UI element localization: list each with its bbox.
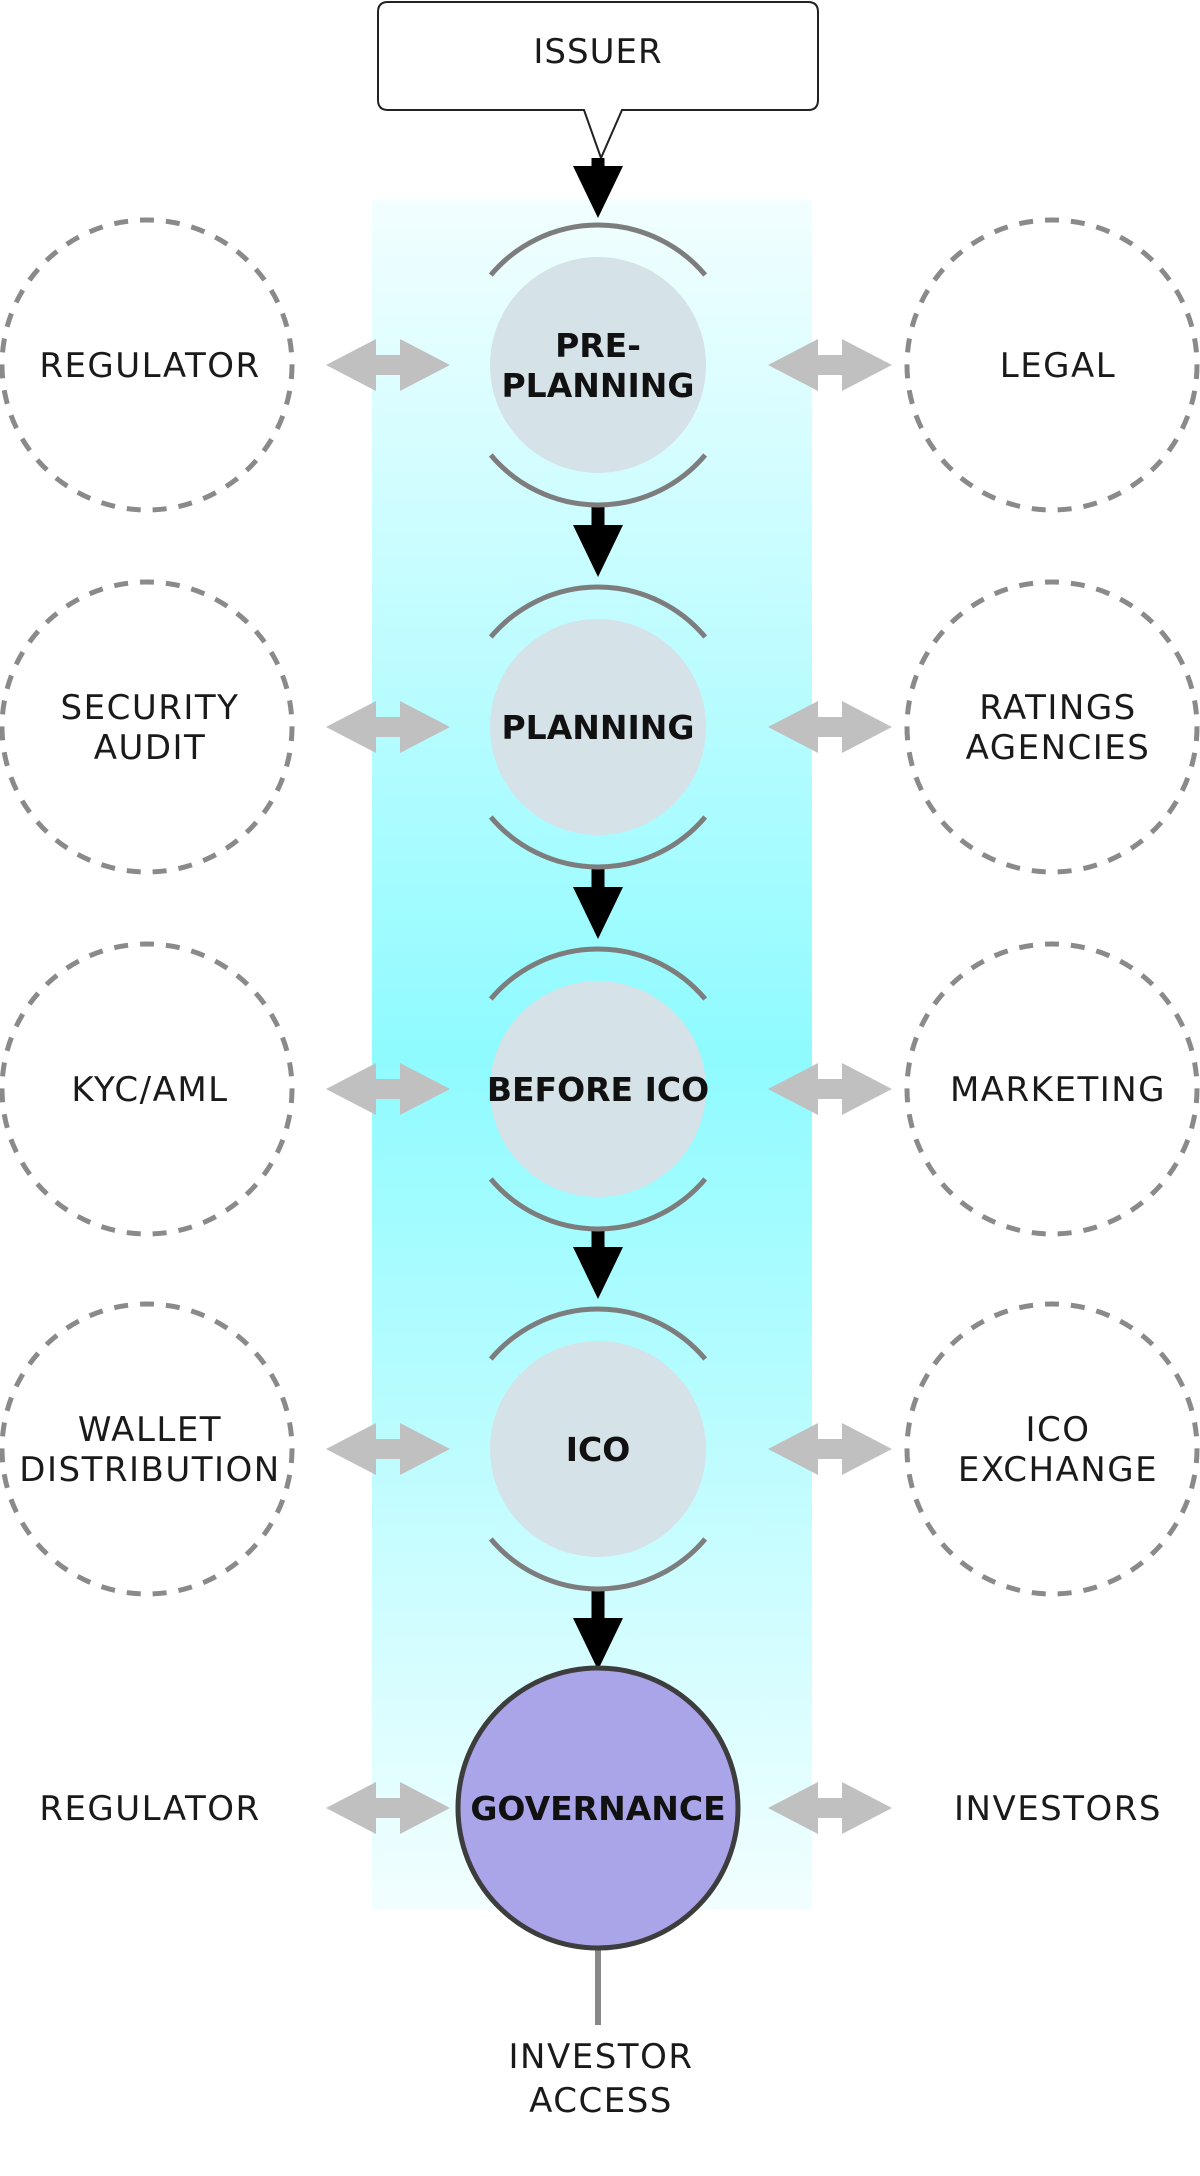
- stage-node: ICO: [488, 1306, 708, 1592]
- left-participant-label: AUDIT: [94, 728, 207, 768]
- right-participant-label: EXCHANGE: [958, 1450, 1158, 1490]
- stage-label: ICO: [566, 1430, 631, 1469]
- flow-layer: [573, 158, 623, 2025]
- dashed-participant-circle: [904, 579, 1200, 875]
- right-connector-arrow: [768, 701, 892, 753]
- stage-arc-top: [488, 584, 708, 639]
- left-participant-label: WALLET: [78, 1410, 222, 1450]
- right-connector-arrow: [768, 339, 892, 391]
- stage-arc-bottom: [488, 1177, 708, 1232]
- right-participant-label: AGENCIES: [966, 728, 1151, 768]
- right-participant-label: MARKETING: [950, 1070, 1166, 1110]
- right-participant-label: LEGAL: [1000, 346, 1116, 386]
- left-participant-label: REGULATOR: [39, 346, 260, 386]
- left-connector-arrow: [326, 701, 450, 753]
- left-connector-arrow: [326, 1782, 450, 1834]
- right-connector-arrow: [768, 1782, 892, 1834]
- stage-node: PLANNING: [488, 584, 708, 870]
- stage-arc-top: [488, 946, 708, 1001]
- left-connector-arrow: [326, 1063, 450, 1115]
- stage-flow-arrow: [573, 867, 623, 939]
- right-connector-arrow: [768, 1063, 892, 1115]
- stage-label: GOVERNANCE: [470, 1789, 725, 1828]
- stage-arc-bottom: [488, 815, 708, 870]
- right-participant: LEGAL: [904, 217, 1200, 513]
- issuer-callout-shape: [377, 1, 819, 161]
- stage-circle: [490, 981, 706, 1197]
- dashed-participant-circle: [904, 1301, 1200, 1597]
- stage-node: BEFORE ICO: [487, 946, 709, 1232]
- stage-node: GOVERNANCE: [455, 1665, 741, 1951]
- stage-circle: [490, 619, 706, 835]
- stage-arc-bottom: [488, 1537, 708, 1592]
- dashed-participant-circle: [0, 579, 295, 875]
- governance-circle: [455, 1665, 741, 1951]
- stage-flow-arrow: [573, 1589, 623, 1670]
- left-participant-label: SECURITY: [61, 688, 240, 728]
- output-label: ACCESS: [529, 2081, 673, 2121]
- left-connector-arrow: [326, 339, 450, 391]
- left-participant: KYC/AML: [0, 941, 295, 1237]
- left-participant-label: DISTRIBUTION: [19, 1450, 280, 1490]
- stage-arc-top: [488, 222, 708, 277]
- stage-arc-top: [488, 1306, 708, 1361]
- issuer-to-preplanning-arrow: [573, 158, 623, 218]
- issuer-label: ISSUER: [533, 32, 662, 72]
- stage-node: PRE-PLANNING: [488, 222, 708, 508]
- stage-label: PLANNING: [502, 708, 695, 747]
- right-participant-label: ICO: [1025, 1410, 1090, 1450]
- left-participant: REGULATOR: [39, 1789, 260, 1829]
- stage-label: PLANNING: [502, 366, 695, 405]
- stage-flow-arrow: [573, 505, 623, 577]
- stage-arc-bottom: [488, 453, 708, 508]
- right-participant-label: RATINGS: [979, 688, 1137, 728]
- dashed-participant-circle: [904, 941, 1200, 1237]
- left-connector-arrow: [326, 1423, 450, 1475]
- right-connector-arrow: [768, 1423, 892, 1475]
- stage-circle: [490, 257, 706, 473]
- stage-label: PRE-: [555, 326, 641, 365]
- stage-label: BEFORE ICO: [487, 1070, 709, 1109]
- dashed-participant-circle: [904, 217, 1200, 513]
- stage-circle: [490, 1341, 706, 1557]
- dashed-participant-circle: [0, 217, 295, 513]
- stage-flow-arrow: [573, 1229, 623, 1299]
- left-participant-label: KYC/AML: [71, 1070, 228, 1110]
- left-participant-label: REGULATOR: [39, 1789, 260, 1829]
- right-participant-label: INVESTORS: [954, 1789, 1162, 1829]
- dashed-participant-circle: [0, 941, 295, 1237]
- dashed-participant-circle: [0, 1301, 295, 1597]
- right-participant: INVESTORS: [954, 1789, 1162, 1829]
- output-label: INVESTOR: [509, 2037, 694, 2077]
- issuer-box: ISSUER: [377, 1, 819, 161]
- right-participant: MARKETING: [904, 941, 1200, 1237]
- left-participant: REGULATOR: [0, 217, 295, 513]
